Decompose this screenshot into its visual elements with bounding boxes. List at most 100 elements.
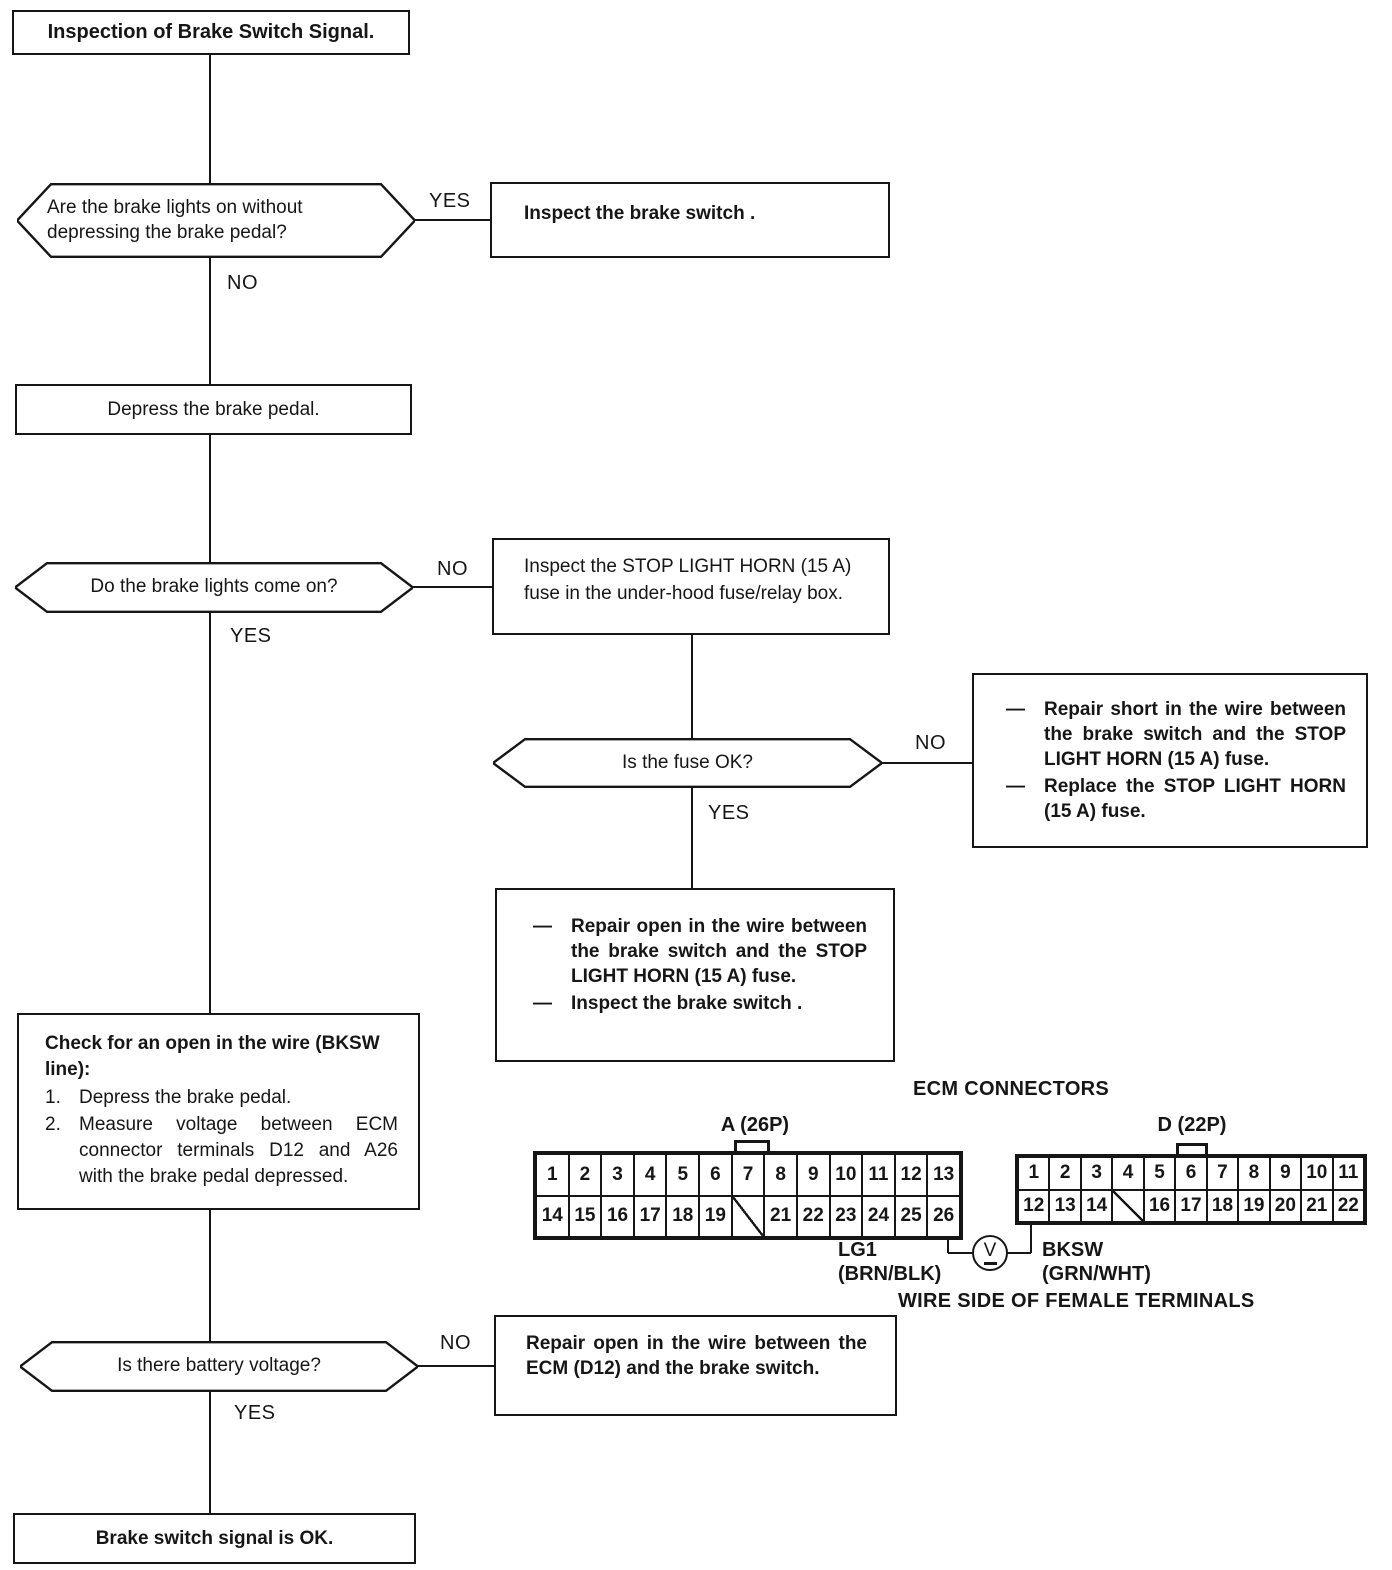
wire-name: BKSW [1042, 1239, 1104, 1261]
connector-a-key-tab [734, 1140, 770, 1153]
ecm-connectors-heading: ECM CONNECTORS [913, 1078, 1110, 1100]
pin-cell: 16 [601, 1195, 634, 1237]
pin-cell: 24 [862, 1195, 895, 1237]
bullet-item: — Replace the STOP LIGHT HORN (15 A) fus… [1006, 774, 1346, 824]
bullet-item: — Inspect the brake switch . [533, 991, 867, 1016]
bullet-item: — Repair open in the wire between the br… [533, 914, 867, 989]
pin-cell: 12 [1018, 1189, 1050, 1222]
pin-cell: 10 [1301, 1157, 1333, 1190]
decision-lights-come-on: Do the brake lights come on? [15, 562, 413, 613]
bullet-text: Inspect the brake switch . [571, 993, 803, 1015]
check-wire-heading: Check for an open in the wire (BKSW line… [45, 1033, 380, 1081]
wire-color: (GRN/WHT) [1042, 1263, 1151, 1286]
check-wire-step: 2. Measure voltage between ECM connector… [45, 1112, 398, 1191]
decision-brake-lights-on: Are the brake lights on without depressi… [17, 183, 415, 258]
pin-cell: 11 [1332, 1157, 1364, 1190]
bullet-item: — Repair short in the wire between the b… [1006, 697, 1346, 772]
wire-label-lg1: LG1 (BRN/BLK) [838, 1238, 941, 1287]
pin-cell: 22 [1332, 1189, 1364, 1222]
action-repair-open-ecm: Repair open in the wire between the ECM … [494, 1315, 897, 1416]
action-repair-open-fuse: — Repair open in the wire between the br… [495, 888, 895, 1062]
pin-cell: 9 [796, 1154, 830, 1196]
hexagon-outline [493, 738, 882, 788]
voltmeter-symbol: V [983, 1240, 997, 1262]
terminal-text: Brake switch signal is OK. [95, 1527, 334, 1549]
connector-d-label: D (22P) [1157, 1114, 1227, 1136]
pin-cell: 7 [1206, 1157, 1239, 1190]
title-box: Inspection of Brake Switch Signal. [12, 10, 410, 55]
pin-cell: 23 [829, 1195, 863, 1237]
wire-side-note: WIRE SIDE OF FEMALE TERMINALS [898, 1290, 1255, 1312]
pin-cell: 5 [1143, 1157, 1176, 1190]
action-text: Depress the brake pedal. [107, 398, 320, 420]
pin-cell: 11 [862, 1154, 895, 1196]
action-text: Inspect the STOP LIGHT HORN (15 A) fuse … [524, 556, 852, 604]
wire-label-bksw: BKSW (GRN/WHT) [1042, 1238, 1151, 1287]
pin-cell: 22 [796, 1195, 830, 1237]
branch-yes-4: YES [234, 1402, 276, 1424]
voltmeter-underline [983, 1262, 997, 1265]
bullet-text: Replace the STOP LIGHT HORN (15 A) fuse. [1044, 776, 1346, 823]
branch-no-1: NO [227, 272, 258, 294]
pin-cell: 15 [568, 1195, 602, 1237]
pin-cell: 13 [1049, 1189, 1081, 1222]
pin-cell: 19 [1238, 1189, 1270, 1222]
action-text: Repair open in the wire between the ECM … [526, 1333, 867, 1380]
pin-cell: 13 [927, 1154, 960, 1196]
decision-text: Is the fuse OK? [622, 751, 753, 773]
action-depress-pedal: Depress the brake pedal. [15, 384, 412, 435]
bullet-dash: — [1006, 776, 1025, 798]
pin-cell: 17 [1175, 1189, 1207, 1222]
pin-cell: 26 [927, 1195, 960, 1237]
pin-cell: 8 [1238, 1157, 1270, 1190]
terminal-signal-ok: Brake switch signal is OK. [13, 1513, 416, 1564]
wire-color: (BRN/BLK) [838, 1263, 942, 1286]
pin-cell: 4 [1112, 1157, 1144, 1190]
pin-cell: 3 [1080, 1157, 1113, 1190]
pin-cell: 10 [829, 1154, 863, 1196]
action-inspect-brake-switch: Inspect the brake switch . [490, 182, 890, 258]
pin-cell-blank [1112, 1189, 1144, 1222]
bullet-text: Repair short in the wire between the bra… [1044, 699, 1346, 771]
pin-cell: 3 [601, 1154, 634, 1196]
pin-cell: 20 [1269, 1189, 1302, 1222]
pin-cell: 1 [1018, 1157, 1050, 1190]
pin-cell: 14 [1080, 1189, 1113, 1222]
bullet-dash: — [1006, 699, 1025, 720]
pin-cell: 6 [1175, 1157, 1207, 1190]
pin-cell: 7 [731, 1154, 765, 1196]
wire-name: LG1 [838, 1239, 877, 1261]
pin-cell: 21 [764, 1195, 797, 1237]
branch-yes-3: YES [708, 802, 750, 824]
step-text: Measure voltage between ECM connector te… [79, 1113, 398, 1188]
pin-cell: 19 [699, 1195, 732, 1237]
pin-cell: 2 [568, 1154, 602, 1196]
decision-fuse-ok: Is the fuse OK? [493, 738, 882, 788]
pin-cell: 9 [1269, 1157, 1302, 1190]
action-text: Inspect the brake switch . [524, 203, 756, 224]
branch-no-3: NO [915, 732, 946, 754]
pin-cell: 4 [633, 1154, 667, 1196]
pin-cell: 16 [1143, 1189, 1176, 1222]
branch-no-4: NO [440, 1332, 471, 1354]
decision-text: Do the brake lights come on? [90, 576, 338, 598]
pin-cell: 25 [894, 1195, 928, 1237]
hexagon-outline [20, 1341, 418, 1392]
voltmeter-icon: V [972, 1235, 1008, 1271]
action-inspect-fuse: Inspect the STOP LIGHT HORN (15 A) fuse … [492, 538, 890, 635]
decision-text: Is there battery voltage? [117, 1355, 321, 1377]
check-wire-step: 1. Depress the brake pedal. [45, 1085, 398, 1111]
pin-cell: 12 [894, 1154, 928, 1196]
bullet-dash: — [533, 993, 552, 1015]
pin-cell: 5 [666, 1154, 700, 1196]
pin-cell: 2 [1049, 1157, 1081, 1190]
pin-cell: 17 [633, 1195, 667, 1237]
step-number: 2. [45, 1113, 61, 1135]
